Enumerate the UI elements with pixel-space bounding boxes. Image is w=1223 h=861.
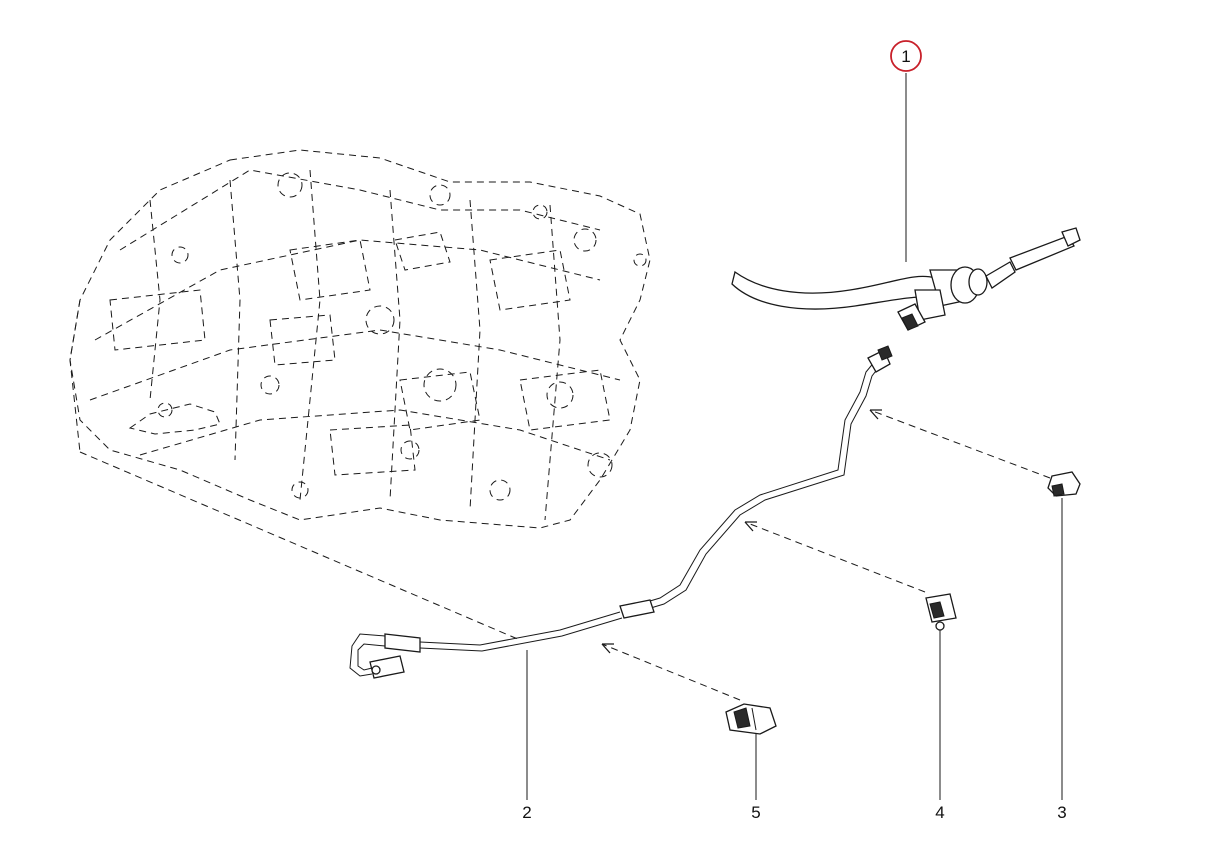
callout-3-label[interactable]: 3 — [1057, 803, 1066, 822]
gearbox-phantom — [69, 149, 651, 641]
part-5-grommet — [725, 703, 777, 735]
part-4-clip — [925, 593, 957, 631]
part-1-hose-assembly — [731, 227, 1081, 331]
assembly-arrow-3 — [869, 409, 1051, 479]
part-3-clip — [1047, 471, 1081, 497]
callout-1-highlight-circle — [890, 40, 922, 72]
callout-5-label[interactable]: 5 — [751, 803, 760, 822]
assembly-arrow-4 — [744, 521, 926, 593]
callout-2-label[interactable]: 2 — [522, 803, 531, 822]
assembly-arrow-5 — [601, 643, 741, 701]
part-2-sensor-harness — [349, 345, 893, 679]
callout-4-label[interactable]: 4 — [935, 803, 944, 822]
callout-1-label[interactable]: 1 — [901, 47, 910, 66]
